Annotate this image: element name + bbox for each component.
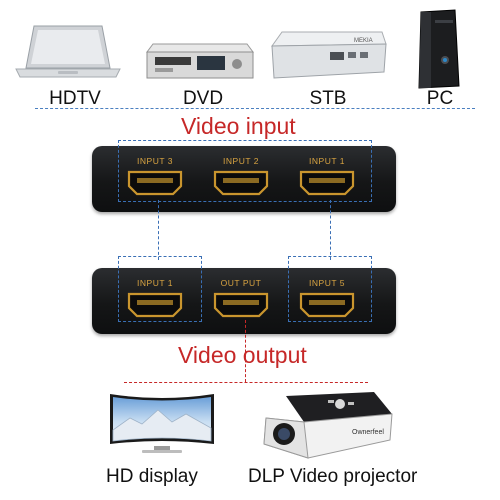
set-top-box-icon: MEKIA xyxy=(271,31,387,79)
video-output-title: Video output xyxy=(178,342,307,368)
projector-icon: Ownerfeel xyxy=(263,392,393,459)
source-separator-line xyxy=(35,108,475,109)
source-label-dvd: DVD xyxy=(182,88,224,109)
port-label-input-3: INPUT 3 xyxy=(137,156,173,166)
desktop-tower-icon xyxy=(418,9,460,89)
bottom-left-port-outline xyxy=(118,256,202,322)
source-label-hdtv: HDTV xyxy=(49,88,101,109)
hdmi-port-input-2 xyxy=(213,170,269,196)
port-label-output: OUT PUT xyxy=(220,278,262,288)
bottom-right-port-outline xyxy=(288,256,372,322)
projector-brand: Ownerfeel xyxy=(352,429,384,436)
port-label-input-5: INPUT 5 xyxy=(309,278,345,288)
link-line-right xyxy=(330,200,331,260)
input-ports-outline xyxy=(118,140,372,202)
tv-display-icon xyxy=(110,394,214,453)
output-link-line xyxy=(245,320,246,382)
video-input-title: Video input xyxy=(181,113,296,139)
hdmi-port-input-1 xyxy=(299,170,355,196)
laptop-icon xyxy=(15,25,121,78)
port-label-input-1: INPUT 1 xyxy=(309,156,345,166)
switch-box-output: INPUT 1 INPUT 1 OUT PUT INPUT 5 xyxy=(92,268,396,334)
dvd-player-icon xyxy=(146,43,254,79)
link-line-left xyxy=(158,200,159,260)
port-label-bottom-1: INPUT 1 xyxy=(137,278,173,288)
hdmi-port-input-5 xyxy=(299,292,355,318)
port-label-input-2: INPUT 2 xyxy=(223,156,259,166)
output-label-hd-display: HD display xyxy=(106,466,198,487)
source-label-stb: STB xyxy=(309,88,347,109)
stb-brand: MEKIA xyxy=(354,38,373,44)
hdmi-port-output xyxy=(213,292,269,318)
hdmi-port-input-3 xyxy=(127,170,183,196)
source-label-pc: PC xyxy=(426,88,454,109)
output-label-projector: DLP Video projector xyxy=(248,466,418,487)
hdmi-port-bottom-1 xyxy=(127,292,183,318)
output-separator-line xyxy=(124,382,368,383)
